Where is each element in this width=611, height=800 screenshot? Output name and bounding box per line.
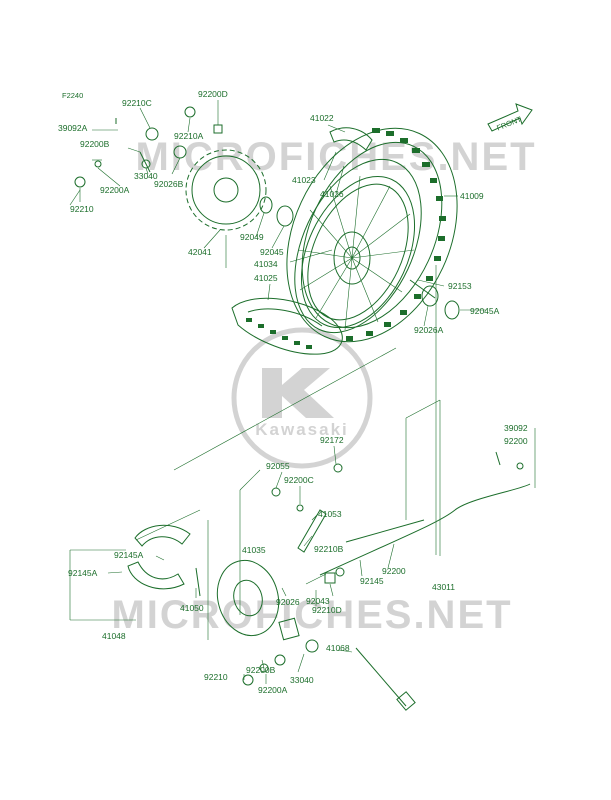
watermark-logo-k bbox=[262, 368, 334, 418]
watermark: Kawasaki MICROFICHES.NET MICROFICHES.NET bbox=[111, 135, 536, 637]
part-number-label: 92210A bbox=[174, 131, 204, 141]
watermark-site-text-top: MICROFICHES.NET bbox=[135, 135, 536, 179]
part-number-label: 33040 bbox=[290, 675, 314, 685]
axle bbox=[355, 647, 416, 711]
part-number-label: 41025 bbox=[254, 273, 278, 283]
part-number-label: 41048 bbox=[102, 631, 126, 641]
part-number-label: 41050 bbox=[180, 603, 204, 613]
wheel-hub bbox=[333, 231, 371, 285]
part-number-label: 92055 bbox=[266, 461, 290, 471]
part-number-label: 92026 bbox=[276, 597, 300, 607]
part-number-label: 92200 bbox=[382, 566, 406, 576]
part-number-label: 41034 bbox=[254, 259, 278, 269]
part-number-label: 92026B bbox=[154, 179, 184, 189]
brake-rod bbox=[319, 451, 531, 576]
tube-tread-blocks bbox=[246, 318, 312, 349]
part-number-label: 92145A bbox=[114, 550, 144, 560]
watermark-logo-ring bbox=[231, 327, 373, 469]
group-frame-lines bbox=[69, 129, 536, 640]
part-number-label: 92172 bbox=[320, 435, 344, 445]
brake-cam bbox=[271, 463, 345, 584]
watermark-logo-text: Kawasaki bbox=[255, 420, 349, 439]
part-number-label: 92153 bbox=[448, 281, 472, 291]
part-number-label: 39092A bbox=[58, 123, 88, 133]
tire-tread-blocks bbox=[346, 128, 446, 341]
part-number-label: 92200A bbox=[100, 185, 130, 195]
wheel-spokes bbox=[297, 175, 415, 331]
part-number-label: 92026A bbox=[414, 325, 444, 335]
watermark-site-text-bottom: MICROFICHES.NET bbox=[111, 593, 512, 637]
inner-tube bbox=[231, 297, 343, 355]
brake-assembly bbox=[127, 524, 319, 686]
part-number-label: 92145A bbox=[68, 568, 98, 578]
diagram-code: F2240 bbox=[62, 91, 83, 100]
part-number-label: 92045 bbox=[260, 247, 284, 257]
part-number-label: 92200B bbox=[246, 665, 276, 675]
part-number-label: 92200B bbox=[80, 139, 110, 149]
part-number-label: 39092 bbox=[504, 423, 528, 433]
sprocket bbox=[185, 149, 267, 231]
part-number-label: 92210 bbox=[204, 672, 228, 682]
rim-band bbox=[329, 127, 373, 151]
hub-hardware bbox=[259, 196, 460, 320]
part-number-label: 41023 bbox=[292, 175, 316, 185]
part-number-label: 92049 bbox=[240, 232, 264, 242]
part-number-label: 41053 bbox=[318, 509, 342, 519]
part-number-label: 92200 bbox=[504, 436, 528, 446]
part-number-label: 92210D bbox=[312, 605, 342, 615]
front-arrow-badge: FRONT bbox=[487, 103, 533, 133]
part-number-label: 92043 bbox=[306, 596, 330, 606]
part-number-label: 92200A bbox=[258, 685, 288, 695]
wheel-rim bbox=[297, 175, 416, 331]
rear-tire bbox=[286, 127, 458, 343]
part-number-label: 41068 bbox=[326, 643, 350, 653]
part-number-label: 92210B bbox=[314, 544, 344, 554]
part-number-label: 41035 bbox=[242, 545, 266, 555]
part-number-label: 41022 bbox=[310, 113, 334, 123]
part-number-label: 92200D bbox=[198, 89, 228, 99]
brake-panel bbox=[216, 559, 280, 637]
part-number-label: 92145 bbox=[360, 576, 384, 586]
front-badge-text: FRONT bbox=[495, 114, 523, 132]
leader-lines bbox=[79, 100, 486, 684]
part-number-label: 92210 bbox=[70, 204, 94, 214]
part-number-label: 92200C bbox=[284, 475, 314, 485]
part-number-label: 33040 bbox=[134, 171, 158, 181]
part-number-label: 43011 bbox=[432, 582, 455, 592]
part-number-label: 41026 bbox=[320, 189, 344, 199]
part-number-label: 42041 bbox=[188, 247, 212, 257]
part-number-label: 92210C bbox=[122, 98, 152, 108]
part-number-label: 92045A bbox=[470, 306, 500, 316]
part-labels: 92210C92200D39092A92210A92200B3304092200… bbox=[58, 89, 528, 695]
part-number-label: 41009 bbox=[460, 191, 484, 201]
